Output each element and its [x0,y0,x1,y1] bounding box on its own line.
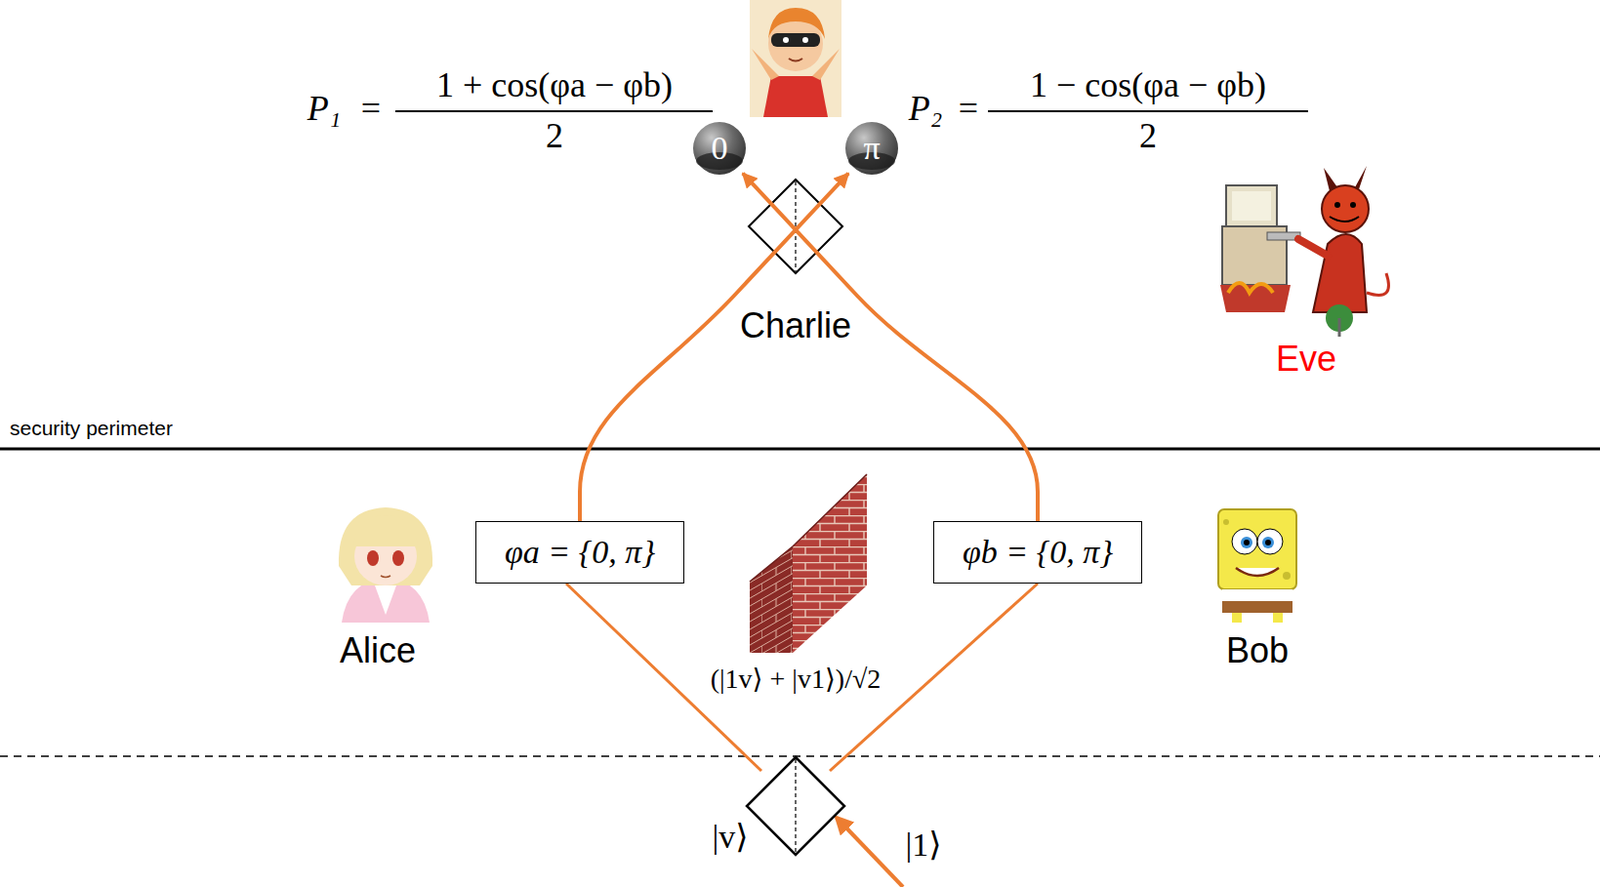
perimeter-line [0,448,1600,452]
detector: π [839,116,904,181]
detector: 0 [687,116,752,181]
detector-label: π [862,129,880,166]
fraction-bar [395,110,713,113]
party-name: Alice [339,631,416,671]
formula-denominator: 2 [1139,117,1157,157]
formula-numerator: 1 − cos(φa − φb) [1029,66,1267,106]
fraction-bar [987,110,1309,113]
party-name: Eve [1275,339,1337,379]
charlie-figure [749,0,842,118]
formula-denominator: 2 [545,117,564,157]
dashed-line [0,755,1600,758]
party-name: Bob [1226,631,1289,671]
formula-numerator: 1 + cos(φa − φb) [436,66,673,106]
party-name: Charlie [739,306,852,346]
phase-label: φb = {0, π} [962,533,1113,571]
eve-figure [1220,165,1390,337]
state-label: |1⟩ [904,826,942,863]
formula-symbol: P₁ [307,89,342,129]
formula-symbol: = [361,89,381,129]
phase-label: φa = {0, π} [504,533,656,571]
formula-symbol: = [958,89,979,129]
bob-figure [1218,509,1297,623]
phase-box: φa = {0, π} [475,521,685,584]
region-label: security perimeter [9,416,173,440]
state-label: |v⟩ [711,819,748,856]
formula-symbol: P₂ [908,89,944,129]
photon-path [579,173,849,522]
detector-label: 0 [711,129,729,166]
alice-figure [338,507,433,623]
state-label: (|1v⟩ + |v1⟩)/√2 [706,664,886,696]
brick-wall [749,474,867,654]
photon-path [742,173,1038,522]
phase-box: φb = {0, π} [933,521,1143,584]
